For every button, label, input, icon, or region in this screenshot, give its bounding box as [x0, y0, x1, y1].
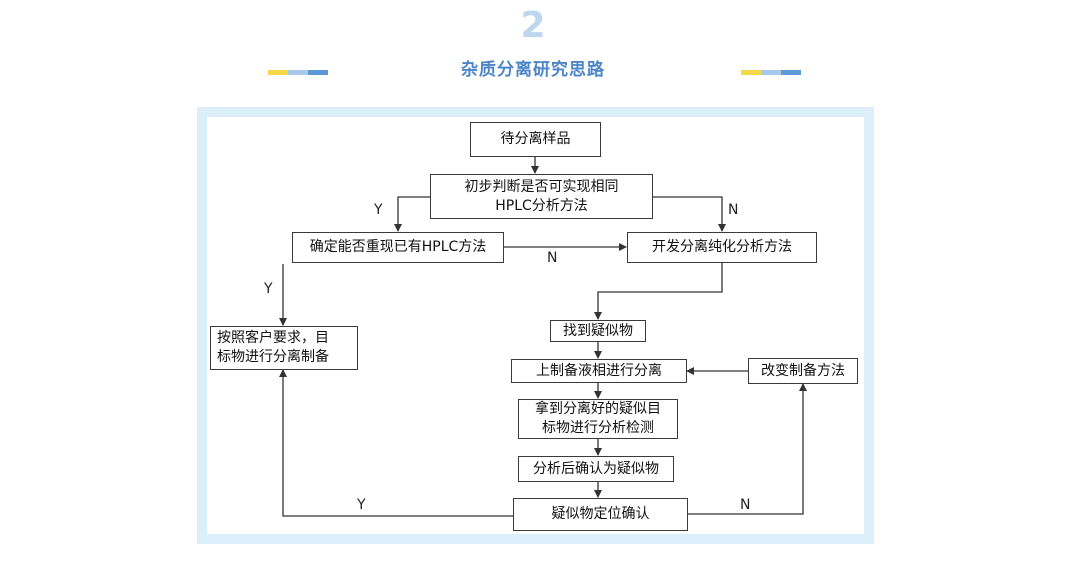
node-find-label: 找到疑似物 [563, 322, 633, 339]
node-locate-label: 疑似物定位确认 [551, 506, 650, 522]
node-prepare-label: 按照客户要求，目 标物进行分离制备 [217, 330, 329, 365]
label-reproduce-no: N [547, 250, 558, 266]
node-confirm: 分析后确认为疑似物 [518, 456, 674, 482]
decorative-bar-left [268, 70, 328, 75]
edge-judge-develop [653, 196, 726, 232]
decorative-bar-right [741, 70, 801, 75]
node-analyze: 拿到分离好的疑似目 标物进行分析检测 [518, 399, 678, 439]
node-develop-label: 开发分离纯化分析方法 [652, 239, 792, 255]
node-change-label: 改变制备方法 [761, 362, 845, 379]
node-liquid-label: 上制备液相进行分离 [536, 362, 662, 379]
section-title: 杂质分离研究思路 [461, 60, 605, 80]
node-analyze-label: 拿到分离好的疑似目 标物进行分析检测 [535, 401, 661, 436]
deco-segment-lightblue [288, 70, 308, 75]
node-reproduce-label: 确定能否重现已有HPLC方法 [309, 239, 487, 255]
deco-segment-blue [781, 70, 801, 75]
deco-segment-blue [308, 70, 328, 75]
label-locate-no: N [740, 497, 751, 513]
section-number: 2 [520, 5, 546, 46]
edge-develop-find [594, 263, 723, 320]
node-liquid: 上制备液相进行分离 [511, 359, 687, 383]
deco-segment-yellow [268, 70, 288, 75]
node-prepare: 按照客户要求，目 标物进行分离制备 [210, 326, 358, 370]
node-start: 待分离样品 [470, 122, 601, 157]
label-judge-no: N [728, 202, 739, 218]
node-locate: 疑似物定位确认 [513, 498, 688, 531]
node-judge: 初步判断是否可实现相同 HPLC分析方法 [430, 174, 653, 219]
edge-locate-prepare [279, 369, 513, 517]
label-reproduce-yes: Y [264, 281, 273, 297]
deco-segment-yellow [741, 70, 761, 75]
edge-judge-reproduce [394, 196, 430, 232]
label-locate-yes: Y [357, 497, 366, 513]
edge-locate-change [688, 383, 807, 515]
node-judge-label: 初步判断是否可实现相同 HPLC分析方法 [464, 178, 619, 214]
deco-segment-lightblue [761, 70, 781, 75]
node-confirm-label: 分析后确认为疑似物 [533, 460, 659, 477]
node-change: 改变制备方法 [748, 358, 858, 384]
node-reproduce: 确定能否重现已有HPLC方法 [292, 232, 504, 263]
node-find: 找到疑似物 [550, 320, 646, 342]
node-develop: 开发分离纯化分析方法 [627, 232, 817, 263]
label-judge-yes: Y [374, 202, 383, 218]
node-start-label: 待分离样品 [500, 131, 571, 147]
